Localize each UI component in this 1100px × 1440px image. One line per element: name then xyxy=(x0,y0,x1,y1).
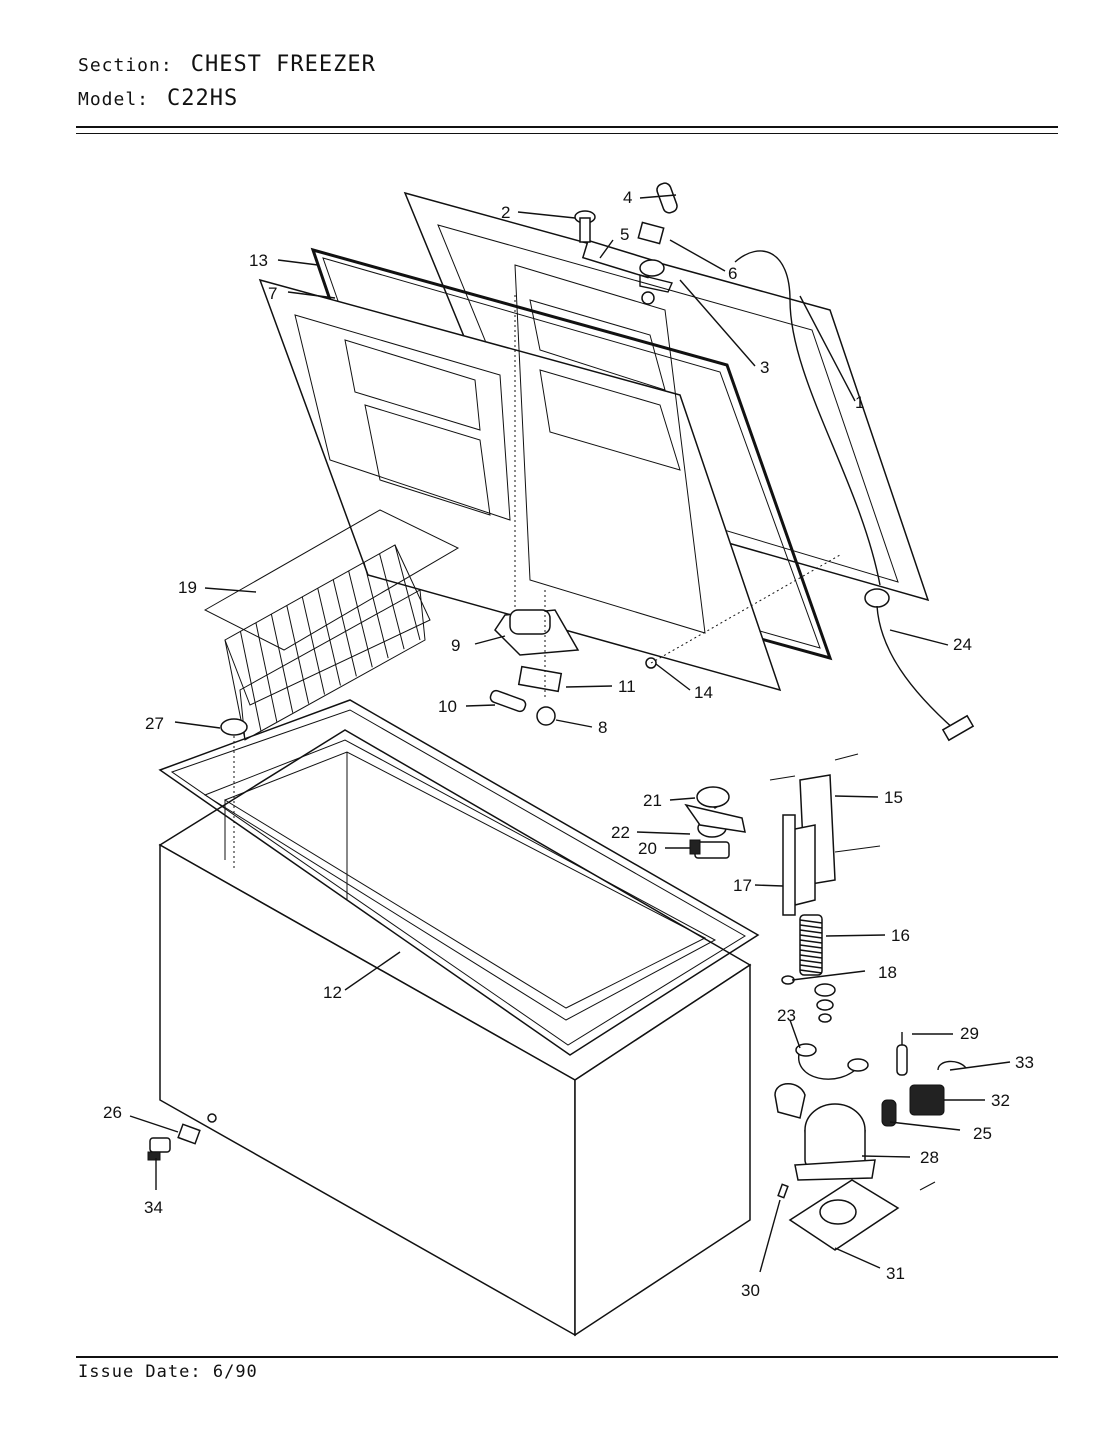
footer-rule xyxy=(76,1356,1058,1358)
section-value: CHEST FREEZER xyxy=(190,52,376,77)
basket-bar xyxy=(348,570,373,668)
model-label: Model: xyxy=(78,89,150,110)
issue-date: Issue Date: 6/90 xyxy=(78,1362,258,1382)
part-label-24: 24 xyxy=(953,635,972,654)
part-label-9: 9 xyxy=(451,636,460,655)
part-label-10: 10 xyxy=(438,697,457,716)
part-label-5: 5 xyxy=(620,225,629,244)
lid-liner xyxy=(258,264,782,692)
part-label-8: 8 xyxy=(598,718,607,737)
part-label-4: 4 xyxy=(623,188,632,207)
part-label-25: 25 xyxy=(973,1124,992,1143)
part-label-1: 1 xyxy=(855,393,864,412)
part-label-6: 6 xyxy=(728,264,737,283)
part-number-labels: 1 2 3 4 5 6 7 8 9 10 11 12 13 14 15 16 1… xyxy=(103,188,1034,1300)
basket-bar xyxy=(270,613,294,713)
part-label-31: 31 xyxy=(886,1264,905,1283)
section-header: Section: CHEST FREEZER xyxy=(78,52,376,77)
lid-latch xyxy=(639,259,673,305)
issue-date-label: Issue Date: xyxy=(78,1362,202,1382)
spring-coil xyxy=(799,969,823,974)
part-label-3: 3 xyxy=(760,358,769,377)
part-label-7: 7 xyxy=(268,284,277,303)
spring-coil xyxy=(799,929,823,934)
part-label-32: 32 xyxy=(991,1091,1010,1110)
part-label-18: 18 xyxy=(878,963,897,982)
part-label-16: 16 xyxy=(891,926,910,945)
part-label-11: 11 xyxy=(618,677,636,696)
part-label-19: 19 xyxy=(178,578,197,597)
drain-fitting xyxy=(147,1123,201,1161)
part-label-27: 27 xyxy=(145,714,164,733)
lid-light-assembly xyxy=(489,295,841,726)
spring-coil xyxy=(799,959,823,964)
part-label-17: 17 xyxy=(733,876,752,895)
lid-wire-harness xyxy=(734,250,975,742)
part-label-23: 23 xyxy=(777,1006,796,1025)
wire-basket xyxy=(203,509,460,741)
basket-bar xyxy=(317,588,341,686)
section-label: Section: xyxy=(78,55,173,76)
part-label-2: 2 xyxy=(501,203,510,222)
hinge-assembly xyxy=(769,753,881,1023)
basket-bar xyxy=(301,596,326,695)
spring-coil xyxy=(799,954,823,959)
part-label-28: 28 xyxy=(920,1148,939,1167)
freezer-cabinet xyxy=(158,699,760,1337)
basket-bar xyxy=(332,579,357,677)
part-label-13: 13 xyxy=(249,251,268,270)
part-label-21: 21 xyxy=(643,791,662,810)
header-rule-top xyxy=(76,126,1058,128)
basket-bar xyxy=(379,553,405,650)
issue-date-value: 6/90 xyxy=(212,1362,258,1382)
part-label-15: 15 xyxy=(884,788,903,807)
compressor-assembly xyxy=(774,1032,967,1251)
header-rule-bottom xyxy=(76,133,1058,134)
spring-coil xyxy=(799,939,823,944)
basket-bar xyxy=(363,562,389,659)
basket-bar xyxy=(255,622,278,722)
part-label-26: 26 xyxy=(103,1103,122,1122)
part-label-29: 29 xyxy=(960,1024,979,1043)
spring-coil xyxy=(799,964,823,969)
part-label-14: 14 xyxy=(694,683,713,702)
part-label-20: 20 xyxy=(638,839,657,858)
part-label-34: 34 xyxy=(144,1198,163,1217)
light-switch-assembly xyxy=(684,786,746,859)
model-value: C22HS xyxy=(167,86,239,111)
leader-lines xyxy=(129,194,1011,1273)
basket-bar xyxy=(286,605,310,704)
part-label-12: 12 xyxy=(323,983,342,1002)
spring-coil xyxy=(799,924,823,929)
drain-plug xyxy=(220,718,248,736)
part-label-33: 33 xyxy=(1015,1053,1034,1072)
spring-coil xyxy=(799,944,823,949)
basket-bar xyxy=(394,544,421,641)
model-header: Model: C22HS xyxy=(78,86,238,111)
basket-bar xyxy=(239,631,262,732)
part-label-22: 22 xyxy=(611,823,630,842)
part-label-30: 30 xyxy=(741,1281,760,1300)
spring-coil xyxy=(799,949,823,954)
spring-coil xyxy=(799,919,823,924)
lid-handle-parts xyxy=(574,182,678,279)
spring-coil xyxy=(799,934,823,939)
